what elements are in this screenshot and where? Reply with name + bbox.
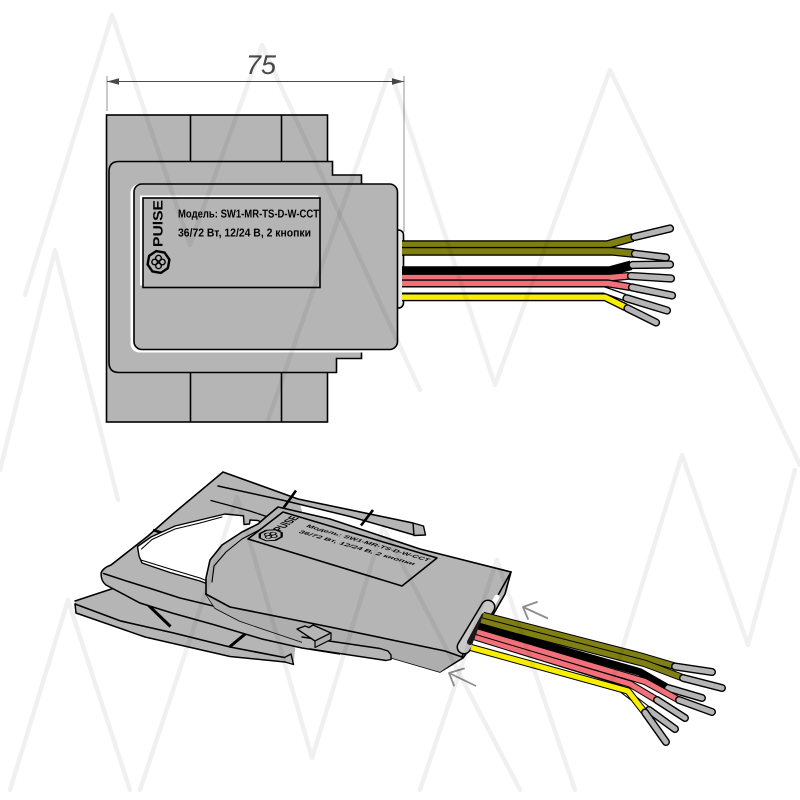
- svg-text:Модель: SW1-MR-TS-D-W-CCT: Модель: SW1-MR-TS-D-W-CCT: [178, 209, 319, 221]
- svg-text:75: 75: [246, 50, 277, 80]
- svg-text:PUlSE: PUlSE: [151, 200, 166, 247]
- svg-text:36/72 Вт, 12/24 В, 2 кнопки: 36/72 Вт, 12/24 В, 2 кнопки: [178, 228, 311, 240]
